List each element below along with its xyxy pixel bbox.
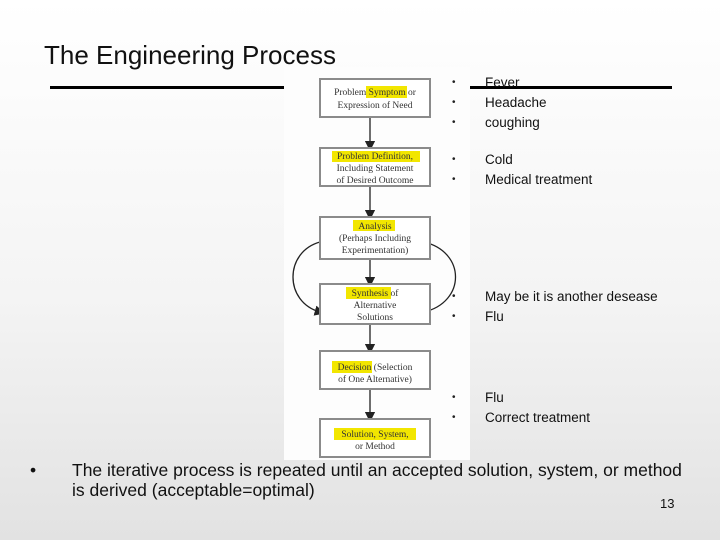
bullet-icon: • xyxy=(452,117,456,128)
bullet-icon: • xyxy=(452,154,456,165)
list-item-text: Correct treatment xyxy=(485,410,591,425)
bullet-group-symptoms: • Fever • Headache • coughing xyxy=(452,73,547,133)
box-line: Experimentation) xyxy=(342,245,408,256)
box-line: Expression of Need xyxy=(338,100,413,111)
page-number: 13 xyxy=(660,496,675,511)
list-item: • Medical treatment xyxy=(452,170,592,190)
bullet-icon: • xyxy=(30,460,37,480)
box-line: Synthesis of xyxy=(352,288,400,299)
list-item: • Headache xyxy=(452,93,547,113)
box-line: Problem Definition, xyxy=(337,151,413,162)
bullet-icon: • xyxy=(452,291,456,302)
bullet-group-definition: • Cold • Medical treatment xyxy=(452,150,592,190)
box-line: Decision (Selection xyxy=(338,362,413,373)
flow-box-synthesis: Synthesis of Alternative Solutions xyxy=(319,283,431,325)
bullet-icon: • xyxy=(452,77,456,88)
list-item-text: May be it is another desease xyxy=(485,289,658,304)
bullet-icon: • xyxy=(452,311,456,322)
bullet-icon: • xyxy=(452,412,456,423)
list-item-text: coughing xyxy=(485,115,540,130)
flow-box-decision: Decision (Selection of One Alternative) xyxy=(319,350,431,390)
flow-box-analysis: Analysis (Perhaps Including Experimentat… xyxy=(319,216,431,260)
list-item: • Correct treatment xyxy=(452,408,590,428)
main-bullet: • The iterative process is repeated unti… xyxy=(30,460,690,500)
flow-box-problem-symptom: Problem Symptom or Expression of Need xyxy=(319,78,431,118)
flow-box-solution: Solution, System, or Method xyxy=(319,418,431,458)
flow-box-problem-definition: Problem Definition, Including Statement … xyxy=(319,147,431,187)
list-item-text: Flu xyxy=(485,390,504,405)
list-item: • Flu xyxy=(452,388,590,408)
bullet-group-synthesis: • May be it is another desease • Flu xyxy=(452,287,658,327)
bullet-icon: • xyxy=(452,174,456,185)
slide-title: The Engineering Process xyxy=(44,40,336,70)
box-line: Solutions xyxy=(357,313,393,323)
box-line: or Method xyxy=(355,442,395,452)
bullet-group-decision: • Flu • Correct treatment xyxy=(452,388,590,428)
box-line: Analysis xyxy=(358,222,392,232)
bullet-icon: • xyxy=(452,392,456,403)
list-item-text: Headache xyxy=(485,95,547,110)
list-item-text: Flu xyxy=(485,309,504,324)
main-bullet-text: The iterative process is repeated until … xyxy=(72,460,682,500)
box-line: (Perhaps Including xyxy=(339,233,411,244)
list-item: • Fever xyxy=(452,73,547,93)
box-line: Problem Symptom or xyxy=(334,88,417,98)
flow-arrows xyxy=(292,118,457,423)
bullet-icon: • xyxy=(452,97,456,108)
box-line: Alternative xyxy=(354,301,397,311)
list-item: • Cold xyxy=(452,150,592,170)
engineering-process-flowchart: Problem Symptom or Expression of Need Pr… xyxy=(284,67,470,460)
list-item: • coughing xyxy=(452,113,547,133)
list-item-text: Cold xyxy=(485,152,513,167)
box-line: of Desired Outcome xyxy=(336,175,413,186)
box-line: Including Statement xyxy=(337,164,414,174)
list-item: • Flu xyxy=(452,307,658,327)
box-line: Solution, System, xyxy=(341,430,408,440)
list-item: • May be it is another desease xyxy=(452,287,658,307)
list-item-text: Medical treatment xyxy=(485,172,593,187)
box-line: of One Alternative) xyxy=(338,374,412,385)
list-item-text: Fever xyxy=(485,75,520,90)
